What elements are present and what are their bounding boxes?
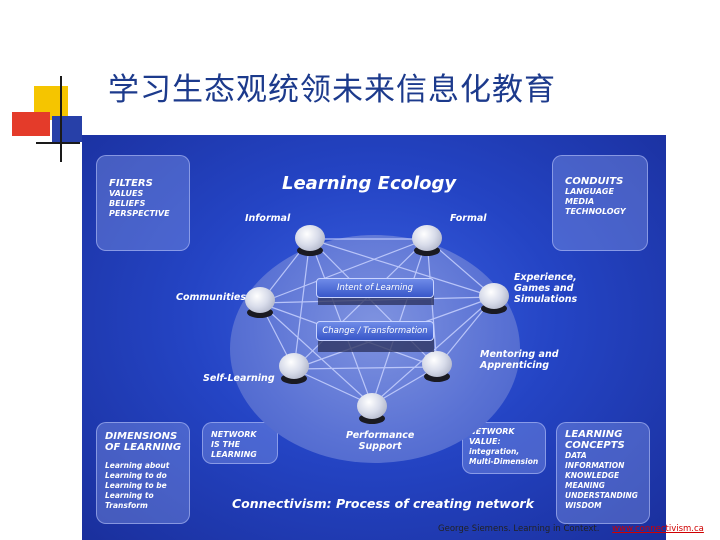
network-box-line: NETWORK [211, 430, 257, 439]
dimensions-heading: DIMENSIONS [105, 431, 178, 442]
dimensions-item: Learning to do [105, 471, 167, 480]
label-experience-line: Games and [514, 283, 574, 294]
filters-item: PERSPECTIVE [109, 209, 170, 218]
concepts-item: INFORMATION [565, 461, 625, 470]
filters-heading: FILTERS [109, 178, 153, 189]
network-value-line: VALUE: [469, 437, 501, 446]
red-square-decoration [12, 112, 50, 136]
label-mentoring-line: Apprenticing [480, 360, 550, 371]
node-communities [245, 287, 275, 321]
dimensions-item: Learning about [105, 461, 170, 470]
concepts-item: DATA [565, 451, 587, 460]
horizontal-rule-decoration [36, 142, 80, 144]
label-experience-line: Simulations [514, 294, 578, 305]
node-performance [357, 393, 387, 427]
connectivism-caption: Connectivism: Process of creating networ… [232, 496, 534, 511]
learning-concepts-box: LEARNING CONCEPTS DATA INFORMATION KNOWL… [556, 422, 650, 524]
node-formal [412, 225, 442, 259]
label-performance-line: Performance [346, 430, 415, 441]
slide-title: 学习生态观统领未来信息化教育 [108, 72, 556, 108]
node-mentoring [422, 351, 452, 385]
concepts-item: KNOWLEDGE [565, 471, 620, 480]
network-box-line: LEARNING [211, 450, 257, 459]
network-value-line: NETWORK [469, 427, 515, 436]
dimensions-item: Transform [105, 501, 148, 510]
filters-box: FILTERS VALUES BELIEFS PERSPECTIVE [96, 155, 190, 251]
dimensions-item: Learning to [105, 491, 154, 500]
learning-ecology-diagram: Learning Ecology FILTERS VALUES BELIEFS … [82, 135, 666, 540]
node-experience [479, 283, 509, 317]
credit-line: George Siemens. Learning in Context. www… [438, 524, 704, 534]
concepts-heading: LEARNING [565, 429, 623, 440]
conduits-heading: CONDUITS [565, 176, 624, 187]
filters-item: VALUES [109, 189, 144, 198]
node-self-learning [279, 353, 309, 387]
concepts-item: MEANING [565, 481, 605, 490]
intent-of-learning-bar: Intent of Learning [316, 278, 434, 298]
label-mentoring: Mentoring and Apprenticing [480, 349, 559, 371]
conduits-item: MEDIA [565, 197, 595, 206]
concepts-item: UNDERSTANDING [565, 491, 638, 500]
network-value-box: NETWORK VALUE: integration, Multi-Dimens… [462, 422, 546, 474]
dimensions-heading: OF LEARNING [105, 442, 182, 453]
filters-item: BELIEFS [109, 199, 146, 208]
concepts-heading: CONCEPTS [565, 440, 625, 451]
diagram-title: Learning Ecology [282, 173, 457, 194]
credit-text: George Siemens. Learning in Context. [438, 524, 600, 534]
blue-square-decoration [52, 116, 82, 142]
dimensions-box: DIMENSIONS OF LEARNING Learning about Le… [96, 422, 190, 524]
node-informal [295, 225, 325, 259]
concepts-item: WISDOM [565, 501, 602, 510]
label-performance: Performance Support [346, 430, 414, 452]
dimensions-item: Learning to be [105, 481, 167, 490]
label-communities: Communities [176, 292, 246, 303]
vertical-rule-decoration [60, 76, 62, 162]
label-mentoring-line: Mentoring and [480, 349, 559, 360]
network-value-line: Multi-Dimension [469, 457, 539, 466]
label-performance-line: Support [358, 441, 402, 452]
label-experience-line: Experience, [514, 272, 577, 283]
change-transformation-bar: Change / Transformation [316, 321, 434, 341]
conduits-box: CONDUITS LANGUAGE MEDIA TECHNOLOGY [552, 155, 648, 251]
network-value-line: integration, [469, 447, 520, 456]
network-is-learning-box: NETWORK IS THE LEARNING [202, 422, 278, 464]
conduits-item: TECHNOLOGY [565, 207, 626, 216]
label-self-learning: Self-Learning [203, 373, 275, 384]
connectivism-link[interactable]: www.connectivism.ca [612, 524, 704, 534]
label-experience: Experience, Games and Simulations [514, 272, 577, 305]
label-informal: Informal [245, 213, 291, 224]
label-formal: Formal [450, 213, 487, 224]
network-box-line: IS THE [211, 440, 241, 449]
conduits-item: LANGUAGE [565, 187, 614, 196]
